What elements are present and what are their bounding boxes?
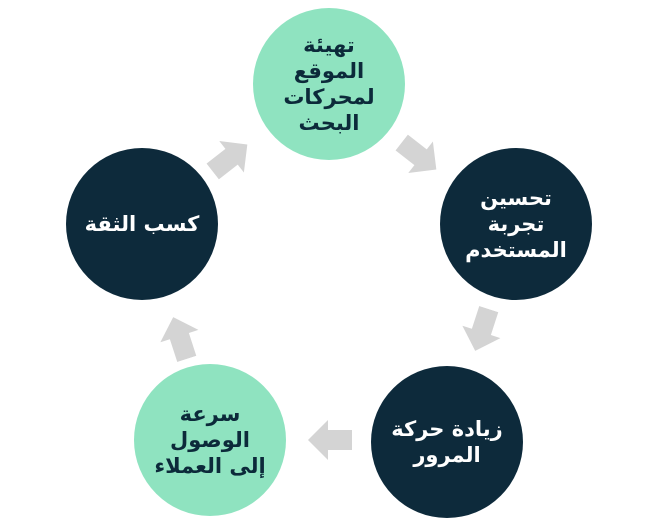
arrow-left-to-top-icon (200, 129, 259, 188)
node-trust-label: كسب الثقة (84, 212, 200, 236)
arrow-bottomleft-to-left-icon (154, 311, 206, 365)
node-customer-reach: سرعة الوصول إلى العملاء (134, 364, 286, 516)
node-user-experience: تحسين تجربة المستخدم (440, 148, 592, 300)
arrow-top-to-right-icon (389, 127, 448, 186)
node-seo: تهيئة الموقع لمحركات البحث (253, 8, 405, 160)
arrow-right-to-bottomright-icon (456, 303, 508, 357)
arrow-bottomright-to-bottomleft-icon (308, 420, 352, 460)
node-trust: كسب الثقة (66, 148, 218, 300)
node-traffic-increase: زيادة حركة المرور (371, 366, 523, 518)
node-user-experience-label: تحسين تجربة المستخدم (465, 186, 567, 262)
node-seo-label: تهيئة الموقع لمحركات البحث (283, 33, 375, 135)
node-traffic-increase-label: زيادة حركة المرور (391, 417, 503, 467)
node-customer-reach-label: سرعة الوصول إلى العملاء (154, 402, 266, 478)
